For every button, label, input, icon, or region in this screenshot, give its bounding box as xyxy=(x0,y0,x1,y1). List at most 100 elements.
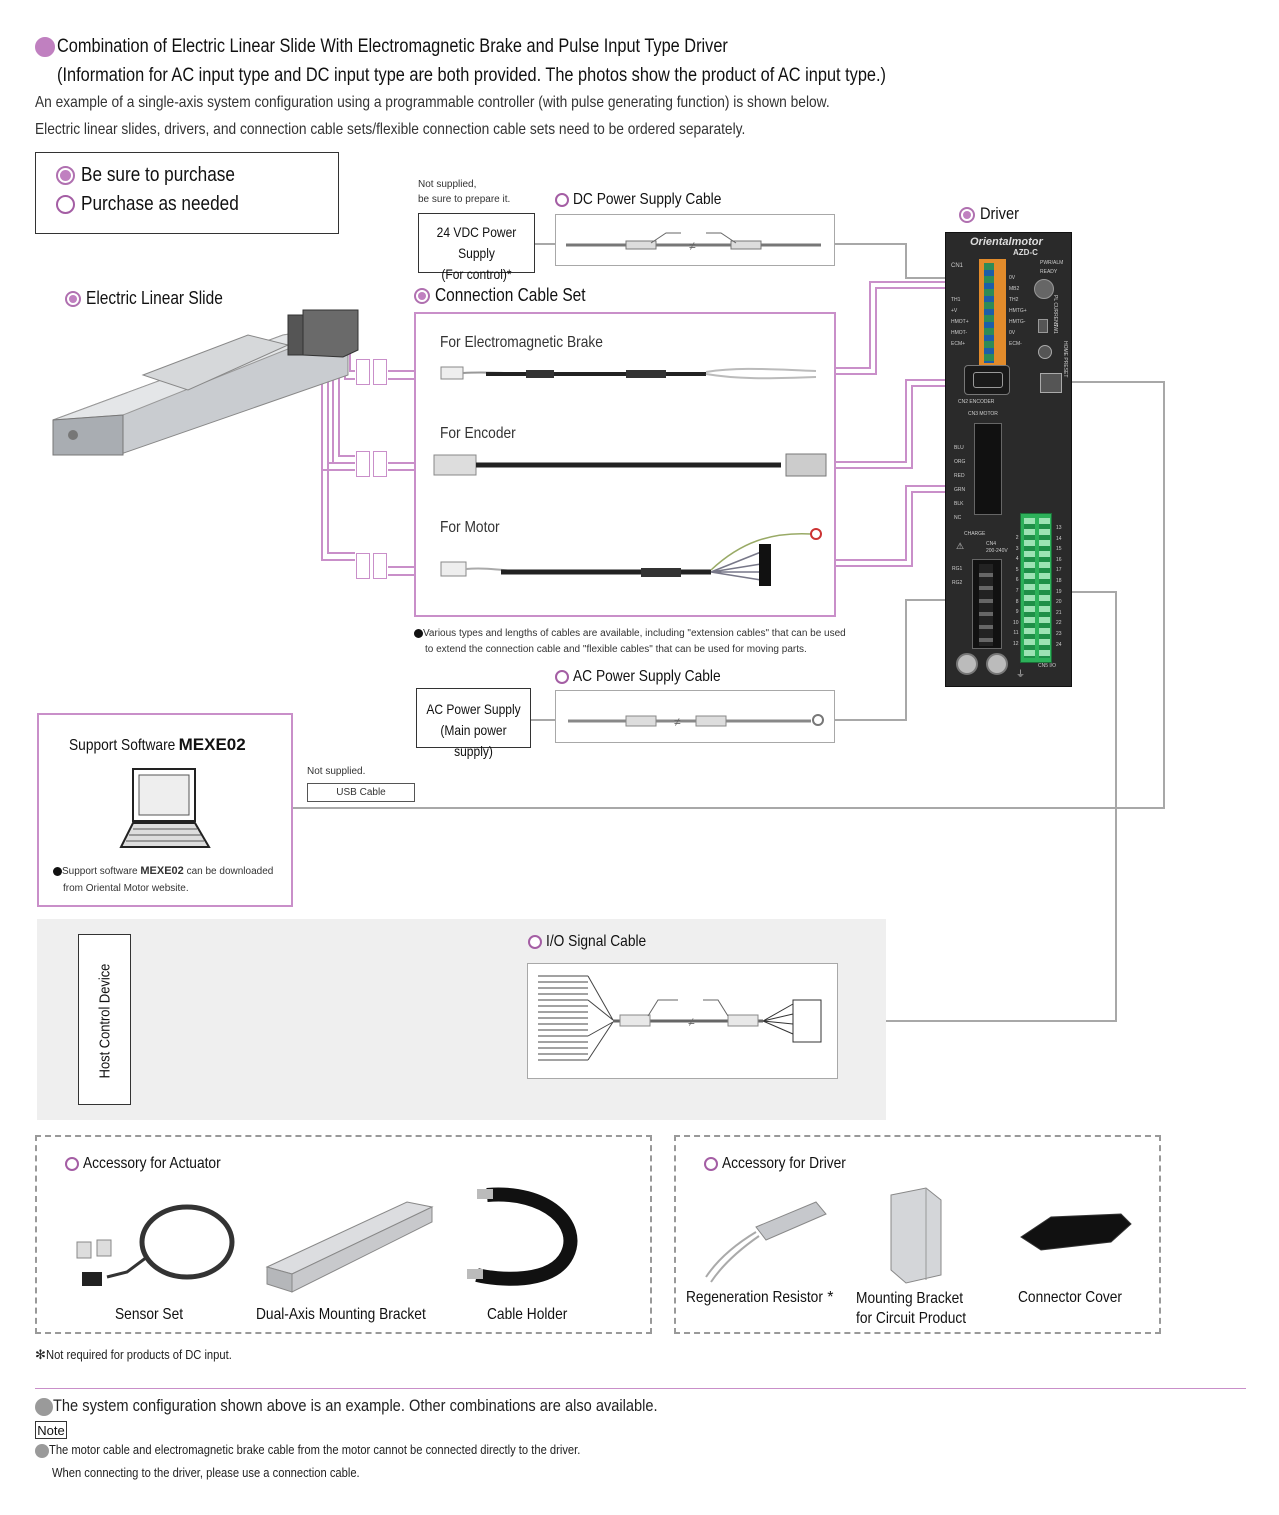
ready-led-label: READY xyxy=(1040,269,1058,275)
warning-icon: ⚠ xyxy=(956,541,965,551)
as-needed-icon xyxy=(65,1156,79,1171)
must-purchase-icon xyxy=(414,288,430,305)
encoder-cable-illustration xyxy=(433,453,827,477)
dc-power-cable-box: ≠ xyxy=(555,214,835,266)
rg1-label: RG1 xyxy=(952,566,963,572)
host-control-device-box: Host Control Device xyxy=(78,934,131,1105)
driver-brand: Orientalmotor xyxy=(970,236,1043,248)
ac-power-cable-box: ≠ xyxy=(555,690,835,743)
asterisk-note: ✻Not required for products of DC input. xyxy=(35,1347,232,1362)
sensor-set-image xyxy=(76,1204,235,1286)
pwr-alm-led-label: PWR/ALM xyxy=(1040,260,1064,266)
cable-holder-image xyxy=(467,1187,578,1286)
title-line-1: Combination of Electric Linear Slide Wit… xyxy=(57,36,728,57)
footer-divider xyxy=(35,1388,1246,1389)
accessory-mounting-bracket: Mounting Bracket for Circuit Product xyxy=(856,1290,967,1327)
as-needed-icon xyxy=(528,934,542,949)
cn1-label: CN1 xyxy=(951,263,964,269)
connector-cover-image xyxy=(1020,1213,1132,1251)
motor-cable-label: For Motor xyxy=(440,519,500,536)
linear-slide-image xyxy=(52,309,359,456)
cn2-encoder-port[interactable] xyxy=(964,365,1010,395)
home-preset-button[interactable] xyxy=(1038,345,1052,359)
bullet-icon xyxy=(53,866,62,876)
filled-circle-icon xyxy=(35,36,55,57)
accessory-regeneration-resistor: Regeneration Resistor* xyxy=(686,1289,834,1306)
rg2-label: RG2 xyxy=(952,580,963,586)
usb-port[interactable] xyxy=(1040,373,1062,393)
as-needed-icon xyxy=(56,195,75,215)
encoder-plug xyxy=(356,451,388,477)
accessory-connector-cover: Connector Cover xyxy=(1018,1289,1123,1306)
accessory-sensor-set: Sensor Set xyxy=(115,1306,184,1323)
cn5-label: CN5 I/O xyxy=(1038,663,1057,669)
brake-cable-illustration xyxy=(440,366,817,380)
io-cable-label: I/O Signal Cable xyxy=(528,933,663,951)
brake-cable-label: For Electromagnetic Brake xyxy=(440,334,603,351)
cn3-motor-port[interactable] xyxy=(974,423,1002,515)
current-dial[interactable] xyxy=(1034,279,1054,299)
accessory-driver-title: Accessory for Driver xyxy=(704,1155,866,1173)
note-line-1: The motor cable and electromagnetic brak… xyxy=(35,1442,667,1458)
legend-box: Be sure to purchase Purchase as needed xyxy=(35,152,339,234)
example-note: The system configuration shown above is … xyxy=(35,1396,756,1416)
ac-cable-label: AC Power Supply Cable xyxy=(555,668,745,686)
charge-label: CHARGE xyxy=(964,531,986,537)
must-purchase-icon xyxy=(56,166,75,186)
svg-text:≠: ≠ xyxy=(688,1015,695,1029)
cn1-right-labels: 0V MB2 TH2 HMTG+ HMTG- 0V ECM- xyxy=(1009,275,1027,347)
cn4-power-port[interactable] xyxy=(972,559,1002,649)
page-title: Combination of Electric Linear Slide Wit… xyxy=(35,36,837,58)
driver-label: Driver xyxy=(959,204,1025,224)
cn2-label: CN2 ENCODER xyxy=(958,399,995,405)
driver-model: AZD-C xyxy=(1013,248,1038,257)
ground-screw-2 xyxy=(986,653,1008,675)
svg-text:≠: ≠ xyxy=(689,239,696,253)
laptop-image xyxy=(119,768,211,848)
slide-label: Electric Linear Slide xyxy=(65,288,245,309)
brake-plug xyxy=(356,359,388,385)
motor-plug xyxy=(356,553,388,579)
software-note: Support software MEXE02 can be downloade… xyxy=(53,863,273,897)
io-left-pins: 2 3 4 5 6 7 8 9 10 11 12 xyxy=(1013,535,1019,647)
cable-set-box: For Electromagnetic Brake For Encoder Fo… xyxy=(414,312,836,617)
home-preset-label: HOME PRESET xyxy=(1062,341,1068,378)
accessory-actuator-title: Accessory for Actuator xyxy=(65,1155,244,1173)
current-label: PL CURRENT xyxy=(1052,295,1058,327)
not-supplied-note: Not supplied, be sure to prepare it. xyxy=(418,179,511,205)
ground-screw-1 xyxy=(956,653,978,675)
legend-as-needed: Purchase as needed xyxy=(56,193,264,216)
ac-cable-illustration: ≠ xyxy=(568,714,824,729)
description-line-1: An example of a single-axis system confi… xyxy=(35,94,830,111)
cable-set-label: Connection Cable Set xyxy=(414,285,610,306)
accessory-driver-box: Accessory for Driver Regeneration Resist… xyxy=(674,1135,1161,1334)
as-needed-icon xyxy=(555,192,569,207)
cn3-label: CN3 MOTOR xyxy=(968,411,998,417)
software-title: Support Software MEXE02 xyxy=(69,735,246,754)
gray-circle-icon xyxy=(35,1397,53,1416)
ground-icon: ⏚ xyxy=(1016,669,1026,679)
note-line-2: When connecting to the driver, please us… xyxy=(52,1465,360,1480)
bullet-icon xyxy=(414,628,423,638)
cable-set-note: Various types and lengths of cables are … xyxy=(414,626,846,658)
note-tag: Note xyxy=(35,1421,67,1439)
cn1-terminal-block[interactable] xyxy=(979,259,1006,369)
support-software-box: Support Software MEXE02 Support software… xyxy=(37,713,293,907)
cn4-label: CN4 200-240V xyxy=(986,541,1008,554)
cn5-io-terminal[interactable] xyxy=(1020,513,1052,663)
motor-cable-illustration xyxy=(440,528,822,586)
dc-cable-label: DC Power Supply Cable xyxy=(555,191,746,209)
sw1-switch[interactable] xyxy=(1038,319,1048,333)
encoder-cable-label: For Encoder xyxy=(440,425,516,442)
io-cable-box: ≠ xyxy=(527,963,838,1079)
accessory-cable-holder: Cable Holder xyxy=(487,1306,568,1323)
mounting-bracket-image xyxy=(890,1187,942,1284)
as-needed-icon xyxy=(555,669,569,684)
accessory-dual-axis-bracket: Dual-Axis Mounting Bracket xyxy=(256,1306,426,1323)
must-purchase-icon xyxy=(959,206,975,223)
driver-unit: Orientalmotor AZD-C PWR/ALM READY CN1 TH… xyxy=(945,232,1072,687)
svg-text:≠: ≠ xyxy=(674,715,681,729)
accessory-actuator-box: Accessory for Actuator Sensor Set Dual-A… xyxy=(35,1135,652,1334)
usb-cable-box: USB Cable xyxy=(307,783,415,802)
